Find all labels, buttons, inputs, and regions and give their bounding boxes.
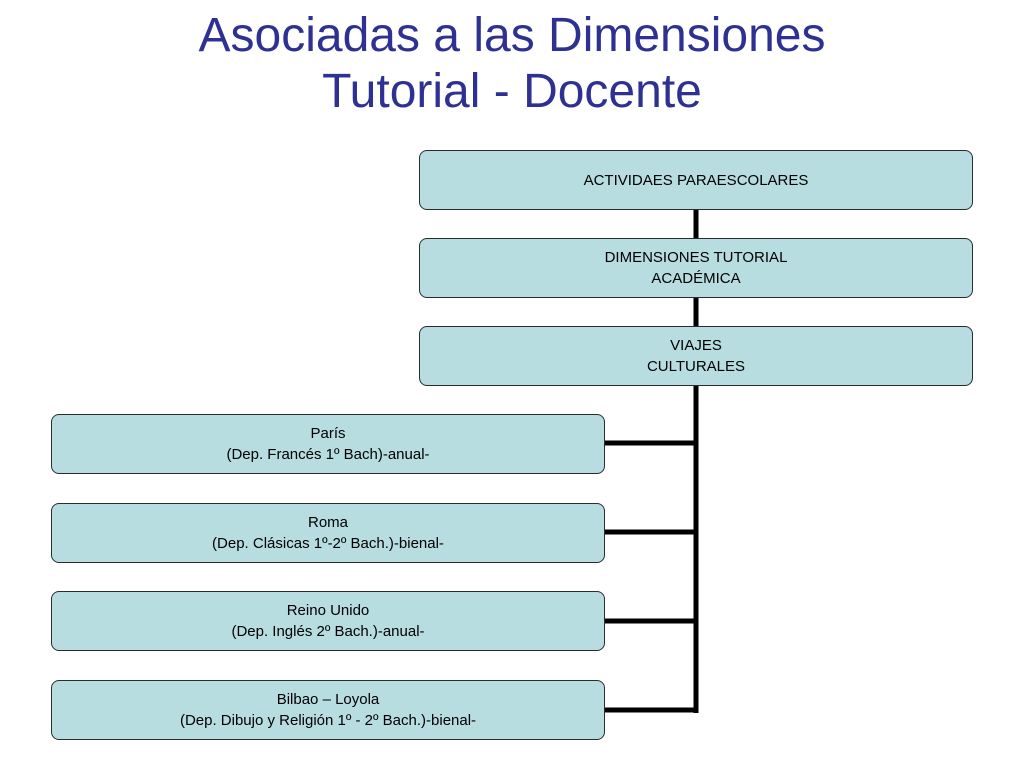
title-line-1: Asociadas a las Dimensiones <box>198 9 826 62</box>
slide-title: Asociadas a las Dimensiones Tutorial - D… <box>0 8 1024 120</box>
trip-bilbao-name: Bilbao – Loyola <box>276 691 380 708</box>
box-trip-reino-unido: Reino Unido (Dep. Inglés 2º Bach.)-anual… <box>51 591 605 651</box>
box-actividades-label: ACTIVIDAES PARAESCOLARES <box>583 171 809 189</box>
trip-reino-unido-detail: (Dep. Inglés 2º Bach.)-anual- <box>231 623 425 640</box>
box-trip-paris: París (Dep. Francés 1º Bach)-anual- <box>51 414 605 474</box>
box-dimensiones-label-1: DIMENSIONES TUTORIAL <box>604 249 788 266</box>
trip-paris-name: París <box>310 425 346 442</box>
trip-roma-detail: (Dep. Clásicas 1º-2º Bach.)-bienal- <box>212 535 444 552</box>
box-trip-bilbao: Bilbao – Loyola (Dep. Dibujo y Religión … <box>51 680 605 740</box>
box-trip-roma: Roma (Dep. Clásicas 1º-2º Bach.)-bienal- <box>51 503 605 563</box>
box-dimensiones-tutorial: DIMENSIONES TUTORIAL ACADÉMICA <box>419 238 973 298</box>
box-actividades-paraescolares: ACTIVIDAES PARAESCOLARES <box>419 150 973 210</box>
trip-roma-name: Roma <box>307 514 348 531</box>
title-line-2: Tutorial - Docente <box>322 65 702 118</box>
box-viajes-culturales: VIAJES CULTURALES <box>419 326 973 386</box>
box-viajes-label-2: CULTURALES <box>646 358 746 375</box>
box-viajes-label-1: VIAJES <box>670 337 722 354</box>
box-dimensiones-label-2: ACADÉMICA <box>651 270 741 287</box>
trip-bilbao-detail: (Dep. Dibujo y Religión 1º - 2º Bach.)-b… <box>179 712 477 729</box>
trip-reino-unido-name: Reino Unido <box>286 602 370 619</box>
trip-paris-detail: (Dep. Francés 1º Bach)-anual- <box>226 446 430 463</box>
